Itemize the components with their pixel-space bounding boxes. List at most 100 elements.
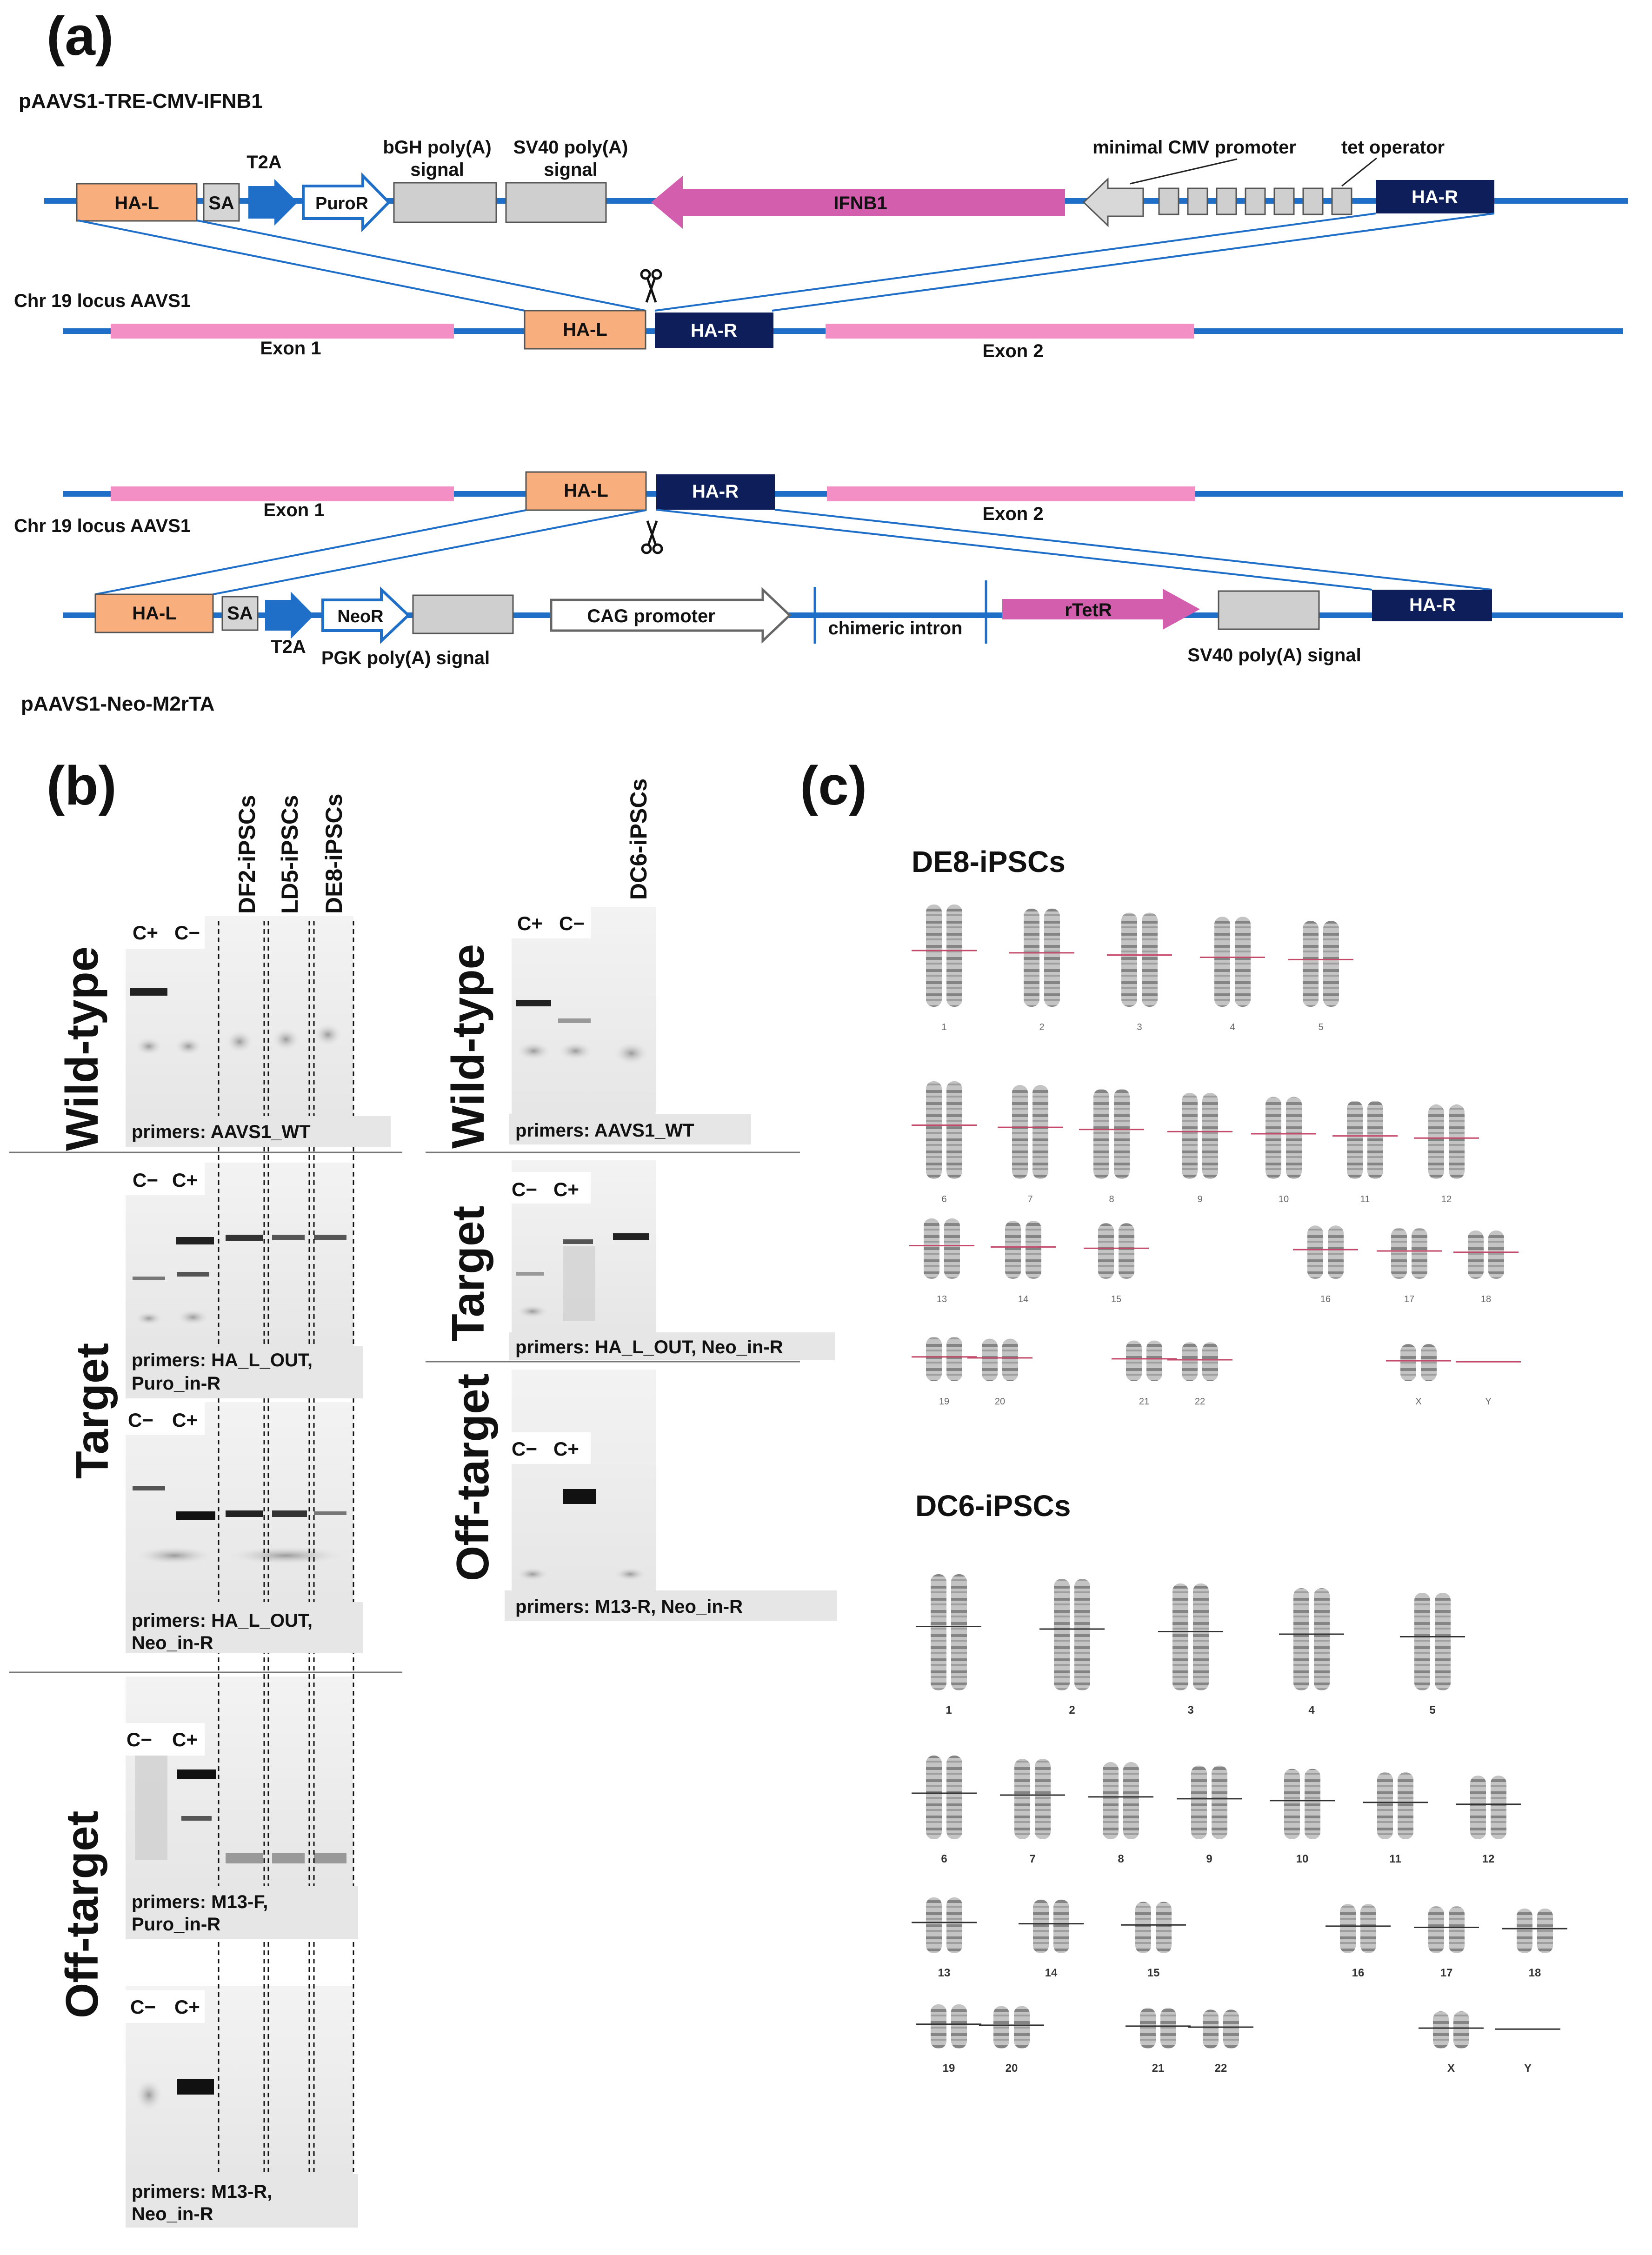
chromosome-label-22: 22: [1215, 2062, 1227, 2075]
chromosome-pair-1: 1: [916, 1574, 981, 1716]
chromosome-pair-X: X: [1386, 1344, 1451, 1407]
chromosome-label-18: 18: [1481, 1294, 1491, 1304]
cplus-t-right: C+: [553, 1178, 579, 1200]
chromosome-pair-5: 5: [1400, 1593, 1465, 1716]
chromosome-pair-8: 8: [1079, 1089, 1144, 1204]
c2-cag-label: CAG promoter: [587, 606, 715, 626]
chromosome-label-Y: Y: [1485, 1397, 1491, 1407]
chromosome-pair-16: 16: [1326, 1904, 1391, 1979]
locus2-ha-l: [525, 471, 647, 511]
cplus-o2-left: C+: [174, 1996, 200, 2018]
cminus-o-right: C−: [512, 1438, 537, 1460]
c1-bgh-line1: bGH poly(A): [383, 137, 491, 158]
construct2-map: HA-L SA T2A NeoR PGK poly(A) signal CAG …: [63, 580, 1623, 668]
primers-t1-line1: primers: HA_L_OUT,: [132, 1350, 313, 1370]
lane-dividers-left: [218, 921, 354, 2172]
cminus-wt-right: C−: [559, 912, 585, 934]
chromosome-pair-6: 6: [912, 1081, 977, 1204]
chromosome-label-17: 17: [1404, 1294, 1414, 1304]
locus1-ha-l-label: HA-L: [563, 319, 607, 340]
c2-sa-label: SA: [227, 603, 253, 624]
c2-ha-r-box: [1372, 590, 1492, 621]
chromosome-pair-15: 15: [1121, 1902, 1186, 1979]
locus2-exon2: [827, 486, 1195, 501]
chromosome-pair-14: 14: [1019, 1899, 1084, 1979]
gel-left-wt: [126, 916, 353, 1116]
c2-pgk-box: [412, 594, 514, 634]
c2-ha-l-box: [94, 593, 214, 633]
chromosome-pair-3: 3: [1158, 1583, 1223, 1716]
chromosome-pair-3: 3: [1107, 912, 1172, 1032]
cplus-t2-left: C+: [172, 1409, 198, 1431]
construct2-title: pAAVS1-Neo-M2rTA: [21, 692, 214, 715]
c1-bgh-box: [393, 182, 497, 223]
chromosome-pair-5: 5: [1288, 921, 1353, 1032]
karyotype1-title: DE8-iPSCs: [912, 845, 1066, 878]
chromosome-label-19: 19: [943, 2062, 955, 2075]
primers-t-right: primers: HA_L_OUT, Neo_in-R: [515, 1337, 783, 1357]
karyotype2-title: DC6-iPSCs: [915, 1489, 1071, 1523]
c1-ha-l-box: [76, 183, 198, 222]
chromosome-pair-21: 21: [1126, 2008, 1191, 2075]
chromosome-label-12: 12: [1482, 1853, 1495, 1865]
chromosome-pair-9: 9: [1167, 1093, 1232, 1204]
c1-min-cmv-label: minimal CMV promoter: [1092, 137, 1296, 158]
cminus-t-right: C−: [512, 1178, 537, 1200]
c2-neor-label: NeoR: [337, 607, 383, 626]
chromosome-pair-4: 4: [1279, 1588, 1344, 1716]
c1-sv40-box: [505, 182, 607, 223]
c2-sv40-label: SV40 poly(A) signal: [1187, 645, 1361, 665]
chromosome-label-2: 2: [1069, 1704, 1075, 1716]
chromosome-pair-22: 22: [1167, 1342, 1232, 1407]
primers-o2-line1: primers: M13-R,: [132, 2182, 272, 2202]
chromosome-label-1: 1: [941, 1022, 946, 1032]
chromosome-label-20: 20: [1006, 2062, 1018, 2075]
c2-cag-arrow: [550, 587, 792, 644]
chromosome-label-4: 4: [1308, 1704, 1315, 1716]
scissors-icon: [640, 269, 662, 303]
chromosome-label-6: 6: [941, 1194, 946, 1204]
section-wt-right: Wild-type: [442, 944, 493, 1149]
primers-wt-right: primers: AAVS1_WT: [515, 1120, 694, 1141]
chromosome-pair-9: 9: [1177, 1765, 1242, 1865]
chromosome-pair-18: 18: [1502, 1909, 1567, 1979]
chromosome-label-5: 5: [1429, 1704, 1435, 1716]
chromosome-label-14: 14: [1018, 1294, 1028, 1304]
locus2-ha-r-label: HA-R: [692, 481, 739, 502]
construct1-map: HA-L SA T2A PuroR bGH poly(A) signal SV4…: [44, 137, 1628, 233]
chromosome-pair-2: 2: [1009, 908, 1074, 1032]
locus2-label: Chr 19 locus AAVS1: [14, 516, 191, 536]
chromosome-pair-12: 12: [1456, 1776, 1521, 1865]
lane-header-de8: DE8-iPSCs: [321, 794, 347, 914]
chromosome-pair-8: 8: [1088, 1762, 1153, 1865]
cminus-o1-left: C−: [127, 1729, 152, 1750]
c1-tet-operator-boxes: [1158, 187, 1352, 215]
gel-left-t2: [126, 1402, 353, 1602]
chromosome-label-13: 13: [937, 1294, 947, 1304]
chromosome-pair-14: 14: [991, 1221, 1056, 1304]
chromosome-label-11: 11: [1389, 1853, 1401, 1865]
cminus-o2-left: C−: [130, 1996, 156, 2018]
locus2-exon1-label: Exon 1: [263, 500, 324, 520]
c1-sa-box: [203, 183, 240, 222]
chromosome-pair-16: 16: [1293, 1225, 1358, 1304]
section-target-right: Target: [442, 1206, 493, 1342]
chromosome-pair-17: 17: [1414, 1906, 1479, 1979]
primers-o1-line1: primers: M13-F,: [132, 1892, 268, 1912]
locus1-map: Exon 1 HA-L HA-R Exon 2: [63, 269, 1623, 361]
c1-puror-arrow: [302, 172, 391, 233]
c2-sa-box: [221, 596, 259, 631]
chromosome-pair-21: 21: [1112, 1340, 1177, 1407]
chromosome-pair-13: 13: [909, 1218, 974, 1304]
chromosome-label-14: 14: [1045, 1967, 1058, 1979]
locus2-exon1: [111, 486, 454, 501]
c1-sv40-line1: SV40 poly(A): [513, 137, 628, 158]
primers-o1-line2: Puro_in-R: [132, 1914, 220, 1935]
chromosome-pair-12: 12: [1414, 1104, 1479, 1204]
chromosome-pair-18: 18: [1453, 1231, 1519, 1304]
chromosome-pair-Y: Y: [1456, 1361, 1521, 1407]
chromosome-pair-6: 6: [912, 1756, 977, 1865]
chromosome-label-8: 8: [1109, 1194, 1114, 1204]
c2-ha-r-label: HA-R: [1409, 595, 1456, 615]
